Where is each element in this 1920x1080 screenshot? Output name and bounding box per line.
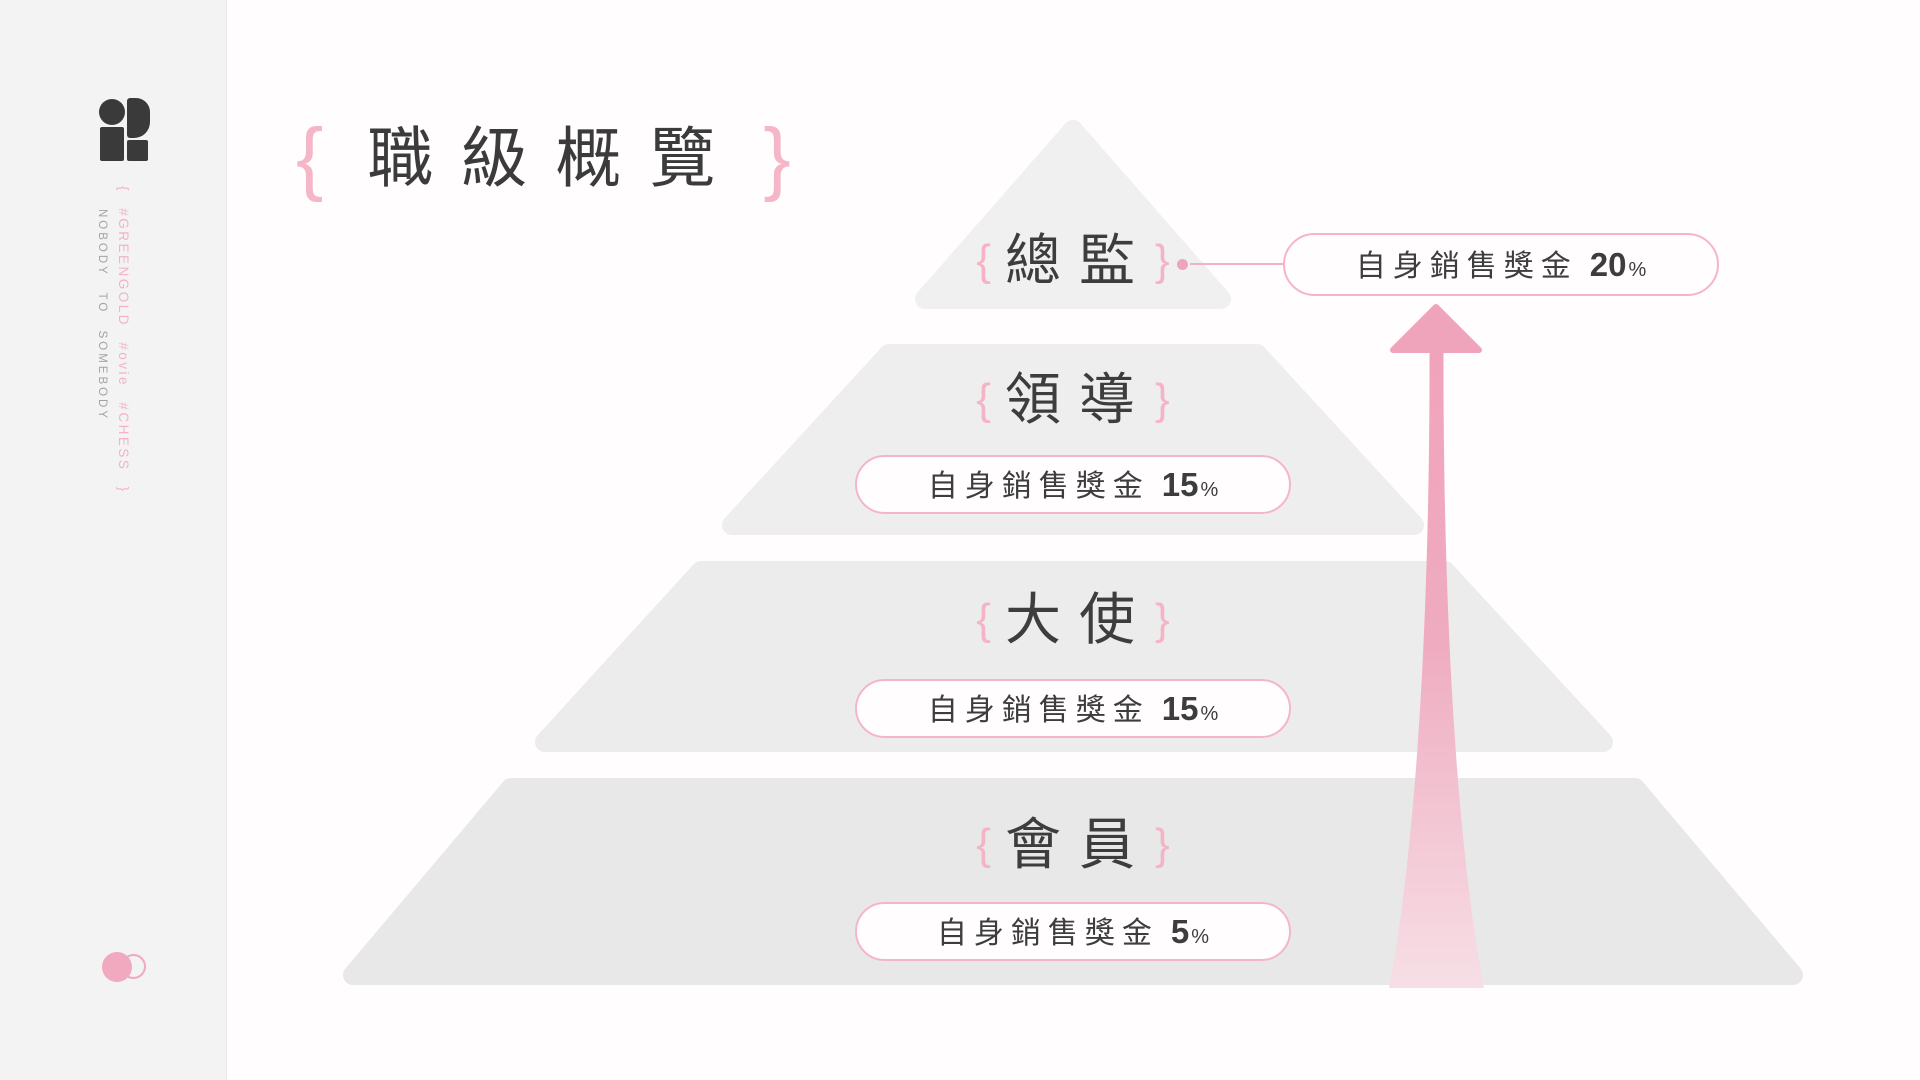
rank-label-director: { 總監} xyxy=(976,227,1169,310)
bonus-callout-director: 自身銷售獎金 20% xyxy=(1283,233,1719,296)
vertical-slogan: NOBODY TO SOMEBODY xyxy=(96,209,108,422)
title-close-brace: } xyxy=(763,112,791,203)
callout-connector-line xyxy=(1190,263,1285,265)
rank-open-brace: { xyxy=(976,820,991,869)
growth-arrow-head-icon xyxy=(1390,304,1482,353)
rank-name: 大使 xyxy=(1005,588,1153,651)
bonus-label: 自身銷售獎金 xyxy=(927,694,1150,727)
logo-stem-icon xyxy=(100,127,124,161)
rank-close-brace: } xyxy=(1155,595,1170,644)
brand-logo xyxy=(99,98,159,162)
pyramid-tier-1 xyxy=(915,120,1231,309)
rank-name: 領導 xyxy=(1005,368,1153,431)
page-title: { 職級概覽} xyxy=(296,108,791,220)
pyramid-tier-3 xyxy=(535,561,1613,752)
title-open-brace: { xyxy=(296,112,324,203)
bonus-value: 20 xyxy=(1589,246,1627,283)
logo-block-icon xyxy=(127,140,148,161)
bonus-pill-leader: 自身銷售獎金 15% xyxy=(855,455,1291,514)
rank-label-member: { 會員} xyxy=(976,811,1169,894)
bonus-pill-member: 自身銷售獎金 5% xyxy=(855,902,1291,961)
rank-open-brace: { xyxy=(976,595,991,644)
rank-open-brace: { xyxy=(976,236,991,285)
decor-circle-filled-icon xyxy=(102,952,132,982)
bonus-pill-ambassador: 自身銷售獎金 15% xyxy=(855,679,1291,738)
rank-label-ambassador: { 大使} xyxy=(976,586,1169,669)
percent-sign: % xyxy=(1200,703,1219,725)
bonus-value: 5 xyxy=(1170,913,1190,950)
percent-sign: % xyxy=(1200,479,1219,501)
logo-dot-icon xyxy=(99,99,125,125)
bonus-label: 自身銷售獎金 xyxy=(927,470,1150,503)
logo-hook-icon xyxy=(127,98,150,138)
sidebar: { #GREENGOLD #ovie #CHESS } NOBODY TO SO… xyxy=(0,0,227,1080)
growth-arrow-shaft xyxy=(1389,349,1484,988)
rank-open-brace: { xyxy=(976,375,991,424)
vertical-hashtags: { #GREENGOLD #ovie #CHESS } xyxy=(116,186,131,494)
percent-sign: % xyxy=(1191,926,1210,948)
rank-label-leader: { 領導} xyxy=(976,366,1169,449)
rank-close-brace: } xyxy=(1155,375,1170,424)
rank-name: 會員 xyxy=(1005,813,1153,876)
rank-name: 總監 xyxy=(1005,229,1153,292)
bonus-value: 15 xyxy=(1161,690,1199,727)
rank-close-brace: } xyxy=(1155,820,1170,869)
page-title-text: 職級概覽 xyxy=(367,121,744,195)
rank-close-brace: } xyxy=(1155,236,1170,285)
callout-connector-dot xyxy=(1177,259,1188,270)
bonus-label: 自身銷售獎金 xyxy=(936,917,1159,950)
percent-sign: % xyxy=(1628,259,1647,281)
bonus-label: 自身銷售獎金 xyxy=(1355,250,1578,283)
bonus-value: 15 xyxy=(1161,466,1199,503)
